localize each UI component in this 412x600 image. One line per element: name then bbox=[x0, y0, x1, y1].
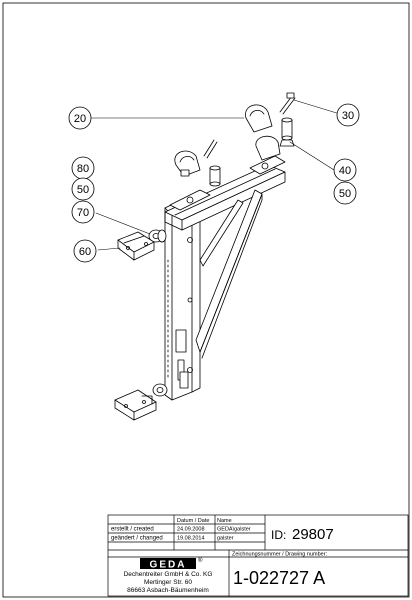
bracket-assembly-drawing bbox=[88, 92, 341, 421]
callout-60: 60 bbox=[73, 239, 97, 263]
callout-40-text: 40 bbox=[339, 165, 351, 177]
spacer-ring-lower bbox=[152, 383, 168, 397]
callout-20: 20 bbox=[68, 106, 92, 130]
coupler-clamp-top-right bbox=[245, 104, 281, 161]
created-date: 24.09.2008 bbox=[177, 527, 205, 533]
nut-assembly-left bbox=[209, 165, 221, 187]
id-value: 29807 bbox=[292, 526, 334, 543]
callout-30-text: 30 bbox=[342, 110, 354, 122]
callout-70: 70 bbox=[71, 200, 95, 224]
callout-60-text: 60 bbox=[79, 246, 91, 258]
nut-assembly-right bbox=[279, 117, 295, 147]
drawing-number: 1-022727 A bbox=[233, 568, 325, 588]
callout-50-left: 50 bbox=[71, 177, 95, 201]
drawing-number-label: Zeichnungsnummer / Drawing number: bbox=[232, 552, 328, 558]
id-label: ID: bbox=[271, 528, 286, 542]
company-line-1: Dechentreiter GmbH & Co. KG bbox=[124, 571, 213, 578]
coupler-clamp-top-left bbox=[174, 150, 201, 177]
clip-plate-upper bbox=[117, 231, 155, 261]
company-line-3: 86663 Asbach-Bäumenheim bbox=[127, 587, 209, 594]
callout-80: 80 bbox=[71, 156, 95, 180]
bolt-top bbox=[203, 92, 296, 159]
header-date: Datum / Date bbox=[177, 518, 209, 524]
changed-name: galster bbox=[217, 536, 234, 542]
title-block: Datum / Date Name erstellt / created 24.… bbox=[107, 514, 409, 597]
logo-registered: ® bbox=[198, 557, 203, 564]
callout-80-text: 80 bbox=[77, 163, 89, 175]
callout-20-text: 20 bbox=[74, 113, 86, 125]
callout-40: 40 bbox=[333, 158, 357, 182]
changed-date: 19.08.2014 bbox=[177, 536, 205, 542]
horizontal-arm bbox=[164, 155, 286, 231]
spacer-ring bbox=[148, 229, 167, 243]
callout-50-right: 50 bbox=[333, 181, 357, 205]
callout-50-right-text: 50 bbox=[339, 188, 351, 200]
company-line-2: Mertinger Str. 60 bbox=[144, 579, 192, 586]
created-label: erstellt / created bbox=[111, 527, 154, 533]
header-name: Name bbox=[217, 518, 232, 524]
callout-leaders bbox=[88, 99, 341, 251]
callout-70-text: 70 bbox=[77, 207, 89, 219]
created-name: GEDA\galster bbox=[217, 527, 251, 533]
logo-text: GEDA bbox=[150, 560, 187, 571]
diagonal-brace bbox=[195, 189, 263, 359]
geda-logo: GEDA ® bbox=[140, 557, 203, 571]
clip-plate-lower bbox=[114, 389, 157, 421]
callout-30: 30 bbox=[336, 103, 360, 127]
changed-label: geändert / changed bbox=[111, 536, 163, 542]
callout-50-left-text: 50 bbox=[77, 184, 89, 196]
